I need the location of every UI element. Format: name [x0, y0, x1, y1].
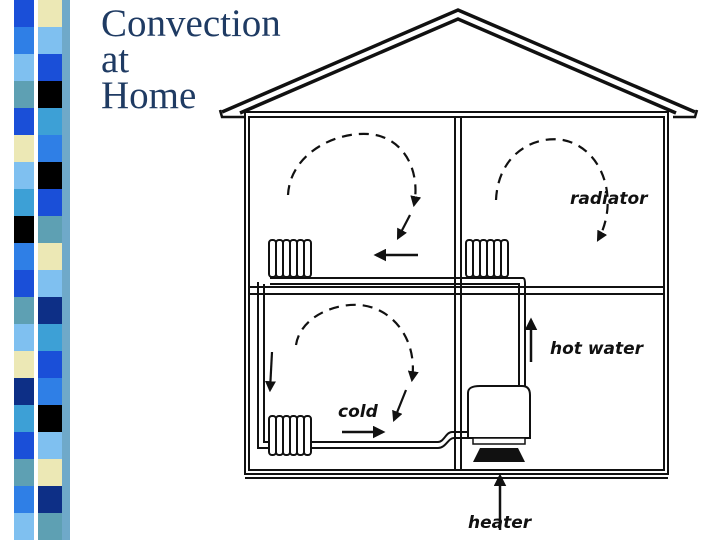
decorative-stripe-bar — [0, 0, 80, 540]
stripe-cell — [38, 405, 62, 432]
stripe-cell — [38, 135, 62, 162]
stripe-cell — [14, 27, 34, 54]
stripe-cell — [14, 432, 34, 459]
roof — [218, 8, 699, 119]
convection-loop-lower-left — [294, 303, 419, 383]
stripe-cell — [38, 216, 62, 243]
title-line-2: at — [101, 38, 130, 81]
radiator-upper-right — [465, 239, 509, 278]
stripe-cell — [38, 0, 62, 27]
stripe-cell — [38, 432, 62, 459]
label-hot-water: hot water — [550, 339, 645, 359]
stripe-cell — [38, 270, 62, 297]
label-heater: heater — [468, 513, 533, 533]
stripe-cell — [14, 270, 34, 297]
stripe-cell — [14, 216, 34, 243]
stripe-cell — [14, 486, 34, 513]
stripe-cell — [38, 81, 62, 108]
stripe-cell — [14, 189, 34, 216]
stripe-cell — [14, 297, 34, 324]
arrow-lower-left-loop-end — [392, 389, 408, 423]
label-cold: cold — [338, 402, 379, 422]
stripe-cell — [38, 378, 62, 405]
arrow-left-radiator-down — [264, 351, 276, 393]
arrow-upper-left-down — [396, 214, 411, 240]
house-convection-diagram: radiator hot water cold heater — [218, 8, 699, 533]
stripe-cell — [14, 135, 34, 162]
stripe-cell — [14, 81, 34, 108]
convection-loops — [286, 132, 609, 383]
stripe-edge — [62, 0, 70, 540]
stripe-cell — [38, 162, 62, 189]
stripe-cell — [38, 297, 62, 324]
stripe-cell — [38, 27, 62, 54]
title-line-1: Convection — [101, 2, 281, 45]
stripe-cell — [38, 459, 62, 486]
stripe-cell — [38, 243, 62, 270]
house-walls — [244, 111, 669, 479]
stripe-cell — [14, 513, 34, 540]
stripe-cell — [14, 378, 34, 405]
stripe-cell — [14, 162, 34, 189]
stripe-cell — [14, 405, 34, 432]
stripe-cell — [38, 54, 62, 81]
convection-loop-upper-left — [286, 132, 422, 208]
radiator-lower-left — [268, 415, 312, 456]
stripe-cell — [38, 351, 62, 378]
label-radiator: radiator — [570, 189, 649, 209]
stripe-cell — [38, 189, 62, 216]
convection-loop-upper-right — [494, 138, 609, 242]
stripe-cell — [14, 324, 34, 351]
stripe-cell — [14, 459, 34, 486]
stripe-cell — [14, 243, 34, 270]
stripe-cell — [38, 513, 62, 540]
boiler — [467, 385, 531, 462]
stripe-cell — [14, 351, 34, 378]
heater-flame-icon — [473, 448, 525, 462]
slide-title: Convection at Home — [101, 2, 321, 117]
stripe-cell — [38, 108, 62, 135]
stripe-cell — [14, 108, 34, 135]
flow-arrows — [342, 248, 538, 530]
stripe-cell — [14, 0, 34, 27]
radiator-upper-left — [268, 239, 312, 278]
stripe-cell — [14, 54, 34, 81]
stripe-cell — [38, 486, 62, 513]
stripe-cell — [38, 324, 62, 351]
title-line-3: Home — [101, 74, 197, 117]
